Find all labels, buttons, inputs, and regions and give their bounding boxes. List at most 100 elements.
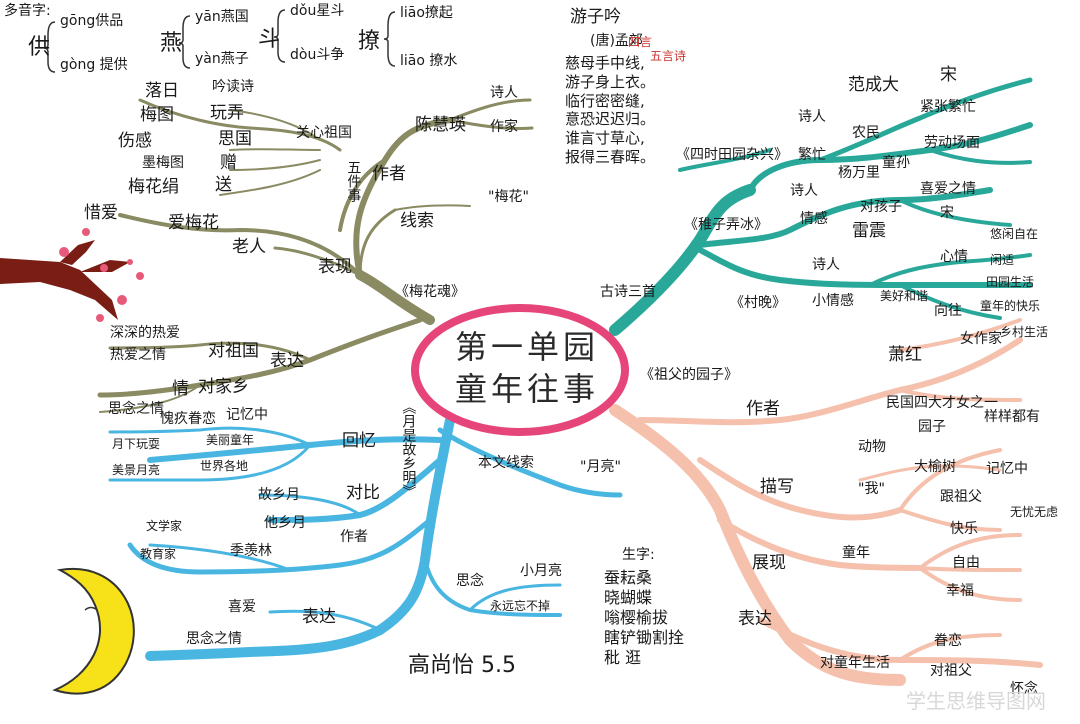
- liao-reading-1: liāo撩起: [400, 5, 453, 21]
- olive-item-2: 伤感: [118, 131, 152, 151]
- poem-lines: 慈母手中线, 游子身上衣。 临行密密缝, 意恐迟迟归。 谁言寸草心, 报得三春晖…: [565, 54, 656, 166]
- teal-tangshi-title: 《四时田园杂兴》: [676, 147, 788, 163]
- dou-reading-1: dǒu星斗: [290, 3, 345, 19]
- teal-lei: 雷震: [852, 221, 886, 241]
- teal-song2: 宋: [940, 205, 954, 221]
- poem-title: 游子吟: [570, 7, 621, 27]
- pink-memory: 记忆中: [986, 461, 1028, 477]
- olive-emotion-label: 情: [172, 379, 189, 399]
- watermark: 学生思维导图网: [906, 689, 1046, 713]
- blue-contrast: 对比: [346, 483, 380, 503]
- signature: 高尚怡 5.5: [408, 653, 516, 678]
- olive-xixue: 惜爱: [84, 203, 118, 223]
- teal-work: 劳动场面: [924, 135, 980, 151]
- olive-portray-label: 表现: [318, 257, 352, 277]
- pink-express: 表达: [738, 609, 772, 629]
- pink-miss: 怀念: [1010, 681, 1038, 697]
- blue-longing: 思念之情: [186, 631, 242, 647]
- blue-branch-lines: [108, 415, 623, 661]
- olive-item-1: 梅图: [140, 105, 174, 125]
- pink-me: "我": [858, 481, 885, 497]
- teal-kid-life: 童年的快乐: [980, 299, 1041, 313]
- vocab-lines: 蚕耘桑 晓蝴蝶 嗡樱榆拔 瞎铲锄割拴 秕 逛: [604, 568, 685, 667]
- olive-deep-love: 深深的热爱: [110, 325, 180, 341]
- notes-braces: [43, 9, 396, 73]
- blue-title: 《月是故乡明》: [400, 400, 417, 498]
- yan-reading-2: yàn燕子: [195, 51, 249, 67]
- pink-describe: 描写: [760, 477, 794, 497]
- pink-free-play: 无忧无虑: [1010, 505, 1059, 519]
- dou-reading-2: dòu斗争: [290, 47, 345, 63]
- olive-item-4: 梅花绢: [128, 177, 179, 197]
- teal-poet-label: 诗人: [798, 109, 826, 125]
- pink-longing: 眷恋: [934, 633, 962, 649]
- teal-joy: 喜爱之情: [920, 181, 976, 197]
- teal-qs-title: 《稚子弄冰》: [684, 217, 768, 233]
- olive-five-events: 五件事: [345, 160, 362, 202]
- gong-reading-1: gōng供品: [60, 13, 124, 29]
- pink-famous: 女作家: [960, 331, 1002, 347]
- olive-mid-4: 送: [215, 175, 232, 195]
- poem-tag-wuyan: 五言诗: [650, 49, 687, 63]
- pink-bliss: 幸福: [946, 583, 974, 599]
- center-title-line2: 童年往事: [455, 370, 600, 408]
- teal-yang: 杨万里: [838, 165, 880, 181]
- olive-express-label: 表达: [270, 351, 304, 371]
- blue-author: 作者: [340, 529, 368, 545]
- pink-writer-pos: 民国四大才女之一: [886, 395, 998, 411]
- olive-item-3: 墨梅图: [142, 155, 184, 171]
- pink-many: 样样都有: [984, 409, 1040, 425]
- teal-intend: 向往: [934, 303, 962, 319]
- blue-world: 世界各地: [200, 459, 249, 473]
- pink-xiao: 萧红: [888, 345, 922, 365]
- olive-author-name: 陈慧瑛: [415, 115, 466, 135]
- olive-yearning: 热爱之情: [110, 347, 166, 363]
- pink-animals: 动物: [858, 439, 886, 455]
- char-dou: 斗: [258, 27, 281, 52]
- blue-text-clue: 本文线索: [478, 455, 534, 471]
- olive-mid-3: 赠: [220, 153, 237, 173]
- pink-free: 自由: [952, 555, 980, 571]
- teal-heart: 心情: [940, 249, 968, 265]
- olive-longing: 思念之情: [108, 401, 164, 417]
- blue-love: 喜爱: [228, 599, 256, 615]
- teal-song: 宋: [940, 65, 957, 85]
- char-yan: 燕: [160, 31, 183, 56]
- teal-farmer: 农民: [852, 125, 880, 141]
- pink-to-grand: 对祖父: [930, 663, 972, 679]
- poem-tag-siyan: 四言: [628, 35, 653, 49]
- blue-other-moon: 他乡月: [264, 515, 306, 531]
- blue-never-forget: 永远忘不掉: [490, 599, 551, 613]
- blue-small-moon: 小月亮: [520, 563, 562, 579]
- blue-miss: 思念: [456, 573, 484, 589]
- pink-bigtree: 大榆树: [914, 459, 956, 475]
- olive-mid-0: 吟读诗: [212, 79, 254, 95]
- olive-to-hometown: 对家乡: [198, 377, 249, 397]
- blue-under-moon: 月下玩耍: [112, 437, 161, 451]
- teal-poem: 古诗三首: [600, 284, 656, 300]
- pink-to-child: 对童年生活: [820, 655, 890, 671]
- char-liao: 撩: [358, 29, 381, 54]
- olive-care-country: 关心祖国: [296, 125, 352, 141]
- pink-garden: 园子: [918, 419, 946, 435]
- blue-memory-mid: 记忆中: [226, 407, 268, 423]
- olive-branch-lines: [97, 98, 534, 413]
- blue-memory: 回忆: [342, 431, 376, 451]
- teal-busy: 繁忙: [798, 147, 826, 163]
- olive-old-man: 老人: [232, 237, 266, 257]
- pink-grandpa: 跟祖父: [940, 489, 982, 505]
- olive-mid-1: 玩弄: [210, 103, 244, 123]
- teal-kids: 童孙: [882, 155, 910, 171]
- teal-ltq: 紧张繁忙: [920, 99, 976, 115]
- char-gong: 供: [28, 35, 51, 60]
- blue-ji: 季羡林: [230, 543, 272, 559]
- pink-title: 《祖父的园子》: [640, 367, 738, 383]
- moon-drawing: [52, 567, 135, 695]
- olive-clue-value: "梅花": [488, 189, 529, 205]
- teal-emotion: 情感: [800, 211, 828, 227]
- pink-branch-lines: [609, 318, 1043, 686]
- teal-poet-label2: 诗人: [790, 183, 818, 199]
- teal-fan: 范成大: [848, 75, 899, 95]
- blue-hometown-moon: 故乡月: [258, 487, 300, 503]
